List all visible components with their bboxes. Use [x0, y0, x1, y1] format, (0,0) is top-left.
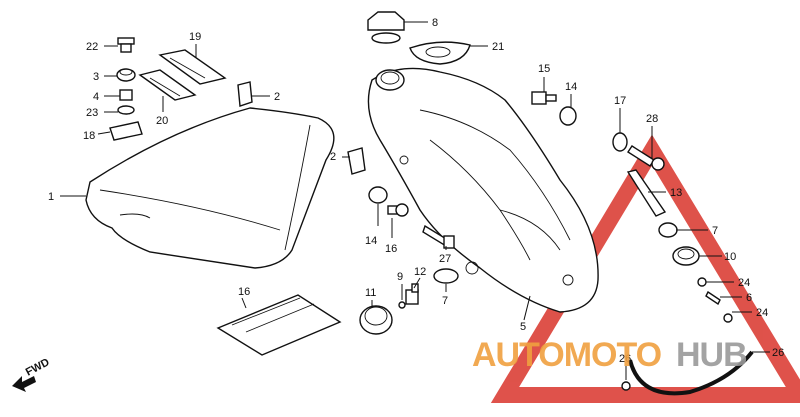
- callout-15: 15: [538, 63, 550, 75]
- callout-14-mid: 14: [365, 235, 377, 247]
- hose-part-26: [621, 350, 754, 396]
- callout-7-upper: 7: [712, 225, 718, 237]
- callout-26-right: 26: [772, 347, 784, 359]
- callout-20: 20: [156, 115, 168, 127]
- fwd-indicator: FWD: [12, 356, 52, 392]
- tube-part-6: [705, 290, 721, 306]
- collar-part-4: [119, 89, 133, 101]
- cock-part-12: [405, 283, 419, 305]
- callout-1: 1: [48, 191, 54, 203]
- callout-13: 13: [670, 187, 682, 199]
- rubber-part-2-mid: [347, 147, 366, 175]
- washer-part-23: [117, 105, 135, 115]
- callout-17: 17: [614, 95, 626, 107]
- callout-18: 18: [83, 130, 95, 142]
- pad-part-18: [109, 121, 143, 141]
- collar-part-14-top: [559, 106, 577, 126]
- fwd-label: FWD: [24, 356, 52, 378]
- callout-16-mat: 16: [238, 286, 250, 298]
- rubber-part-2-top: [237, 81, 253, 107]
- clip-part-7-lower: [433, 268, 459, 284]
- callout-4: 4: [93, 91, 99, 103]
- clip-part-24-upper: [697, 277, 707, 287]
- callout-2-mid: 2: [330, 151, 336, 163]
- callout-7-lower: 7: [442, 295, 448, 307]
- tube-part-13: [626, 169, 667, 217]
- bolt-part-15: [531, 91, 557, 105]
- callout-27: 27: [439, 253, 451, 265]
- fuel-tank: [367, 67, 599, 313]
- callout-24-upper: 24: [738, 277, 750, 289]
- callout-24-lower: 24: [756, 307, 768, 319]
- bolt-part-22: [117, 37, 135, 53]
- watermark-brand: AUTOMOTO HUB: [472, 336, 748, 374]
- side-cover-part-1: [85, 107, 335, 269]
- collar-part-14-mid: [368, 186, 388, 204]
- callout-28: 28: [646, 113, 658, 125]
- filter-part-10: [672, 246, 700, 266]
- callout-8: 8: [432, 17, 438, 29]
- bolt-part-16-mid: [387, 203, 409, 217]
- svg-text:HUB: HUB: [676, 336, 747, 374]
- callout-23: 23: [86, 107, 98, 119]
- callout-6: 6: [746, 292, 752, 304]
- leader-lines: [60, 21, 770, 380]
- gasket-part-21: [409, 41, 471, 65]
- washer-part-17: [612, 132, 628, 152]
- callout-10: 10: [724, 251, 736, 263]
- clip-part-7-upper: [658, 222, 678, 238]
- callout-11: 11: [365, 287, 376, 299]
- callout-14-top: 14: [565, 81, 577, 93]
- callout-12: 12: [414, 266, 426, 278]
- fuel-cap-part-8: [367, 11, 405, 44]
- clip-part-24-lower: [723, 313, 733, 323]
- callout-2-top: 2: [274, 91, 280, 103]
- callout-21: 21: [492, 41, 504, 53]
- callout-26-bottom: 26: [619, 353, 631, 365]
- callout-22: 22: [86, 41, 98, 53]
- callout-labels: 1 22 3 4 23 18 19 20 2 2 8 21 15 14 17 2…: [48, 17, 784, 365]
- callout-9: 9: [397, 271, 403, 283]
- clip-part-9: [398, 301, 406, 309]
- cap-part-11: [359, 305, 393, 335]
- svg-text:AUTOMOTO: AUTOMOTO: [472, 336, 662, 374]
- mat-part-16: [216, 294, 342, 356]
- grommet-part-3: [116, 68, 136, 82]
- pad-part-20: [138, 69, 197, 101]
- bolt-part-28: [627, 145, 665, 171]
- pad-part-19: [158, 49, 227, 85]
- callout-16-mid: 16: [385, 243, 397, 255]
- callout-19: 19: [189, 31, 201, 43]
- callout-5: 5: [520, 321, 526, 333]
- callout-3: 3: [93, 71, 99, 83]
